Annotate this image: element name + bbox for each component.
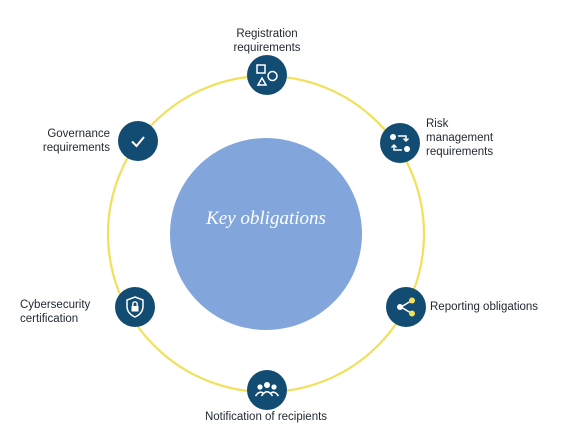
group-icon — [254, 382, 280, 397]
checkmark-icon — [131, 136, 145, 148]
governance-label-line: requirements — [42, 142, 110, 154]
reporting-node — [386, 287, 426, 327]
governance-label-line: Governance — [47, 128, 110, 140]
registration-label-line: Registration — [236, 28, 298, 40]
reporting-label-line: Reporting obligations — [430, 301, 539, 313]
governance-node — [118, 121, 158, 161]
risk-label-line: Risk — [426, 118, 449, 130]
risk-label-line: requirements — [426, 146, 494, 158]
notification-node — [247, 370, 287, 410]
risk-node — [380, 123, 420, 163]
reporting-label: Reporting obligations — [430, 300, 565, 314]
cybersecurity-node — [115, 287, 155, 327]
risk-label-line: management — [426, 132, 494, 144]
registration-node — [247, 55, 287, 95]
center-title: Key obligations — [206, 208, 326, 229]
shield-lock-icon — [126, 296, 144, 318]
risk-label: Risk management requirements — [426, 117, 546, 159]
governance-label: Governance requirements — [18, 127, 110, 155]
share-icon — [397, 297, 415, 317]
notification-label: Notification of recipients — [186, 410, 346, 424]
shapes-icon — [256, 64, 278, 86]
cybersecurity-label-line: certification — [20, 313, 79, 325]
cybersecurity-label-line: Cybersecurity — [20, 299, 91, 311]
notification-label-line: Notification of recipients — [204, 411, 328, 423]
registration-label-line: requirements — [233, 42, 301, 54]
cybersecurity-label: Cybersecurity certification — [20, 298, 110, 326]
swap-arrows-icon — [390, 134, 410, 152]
registration-label: Registration requirements — [217, 27, 317, 55]
center-circle — [170, 138, 362, 330]
